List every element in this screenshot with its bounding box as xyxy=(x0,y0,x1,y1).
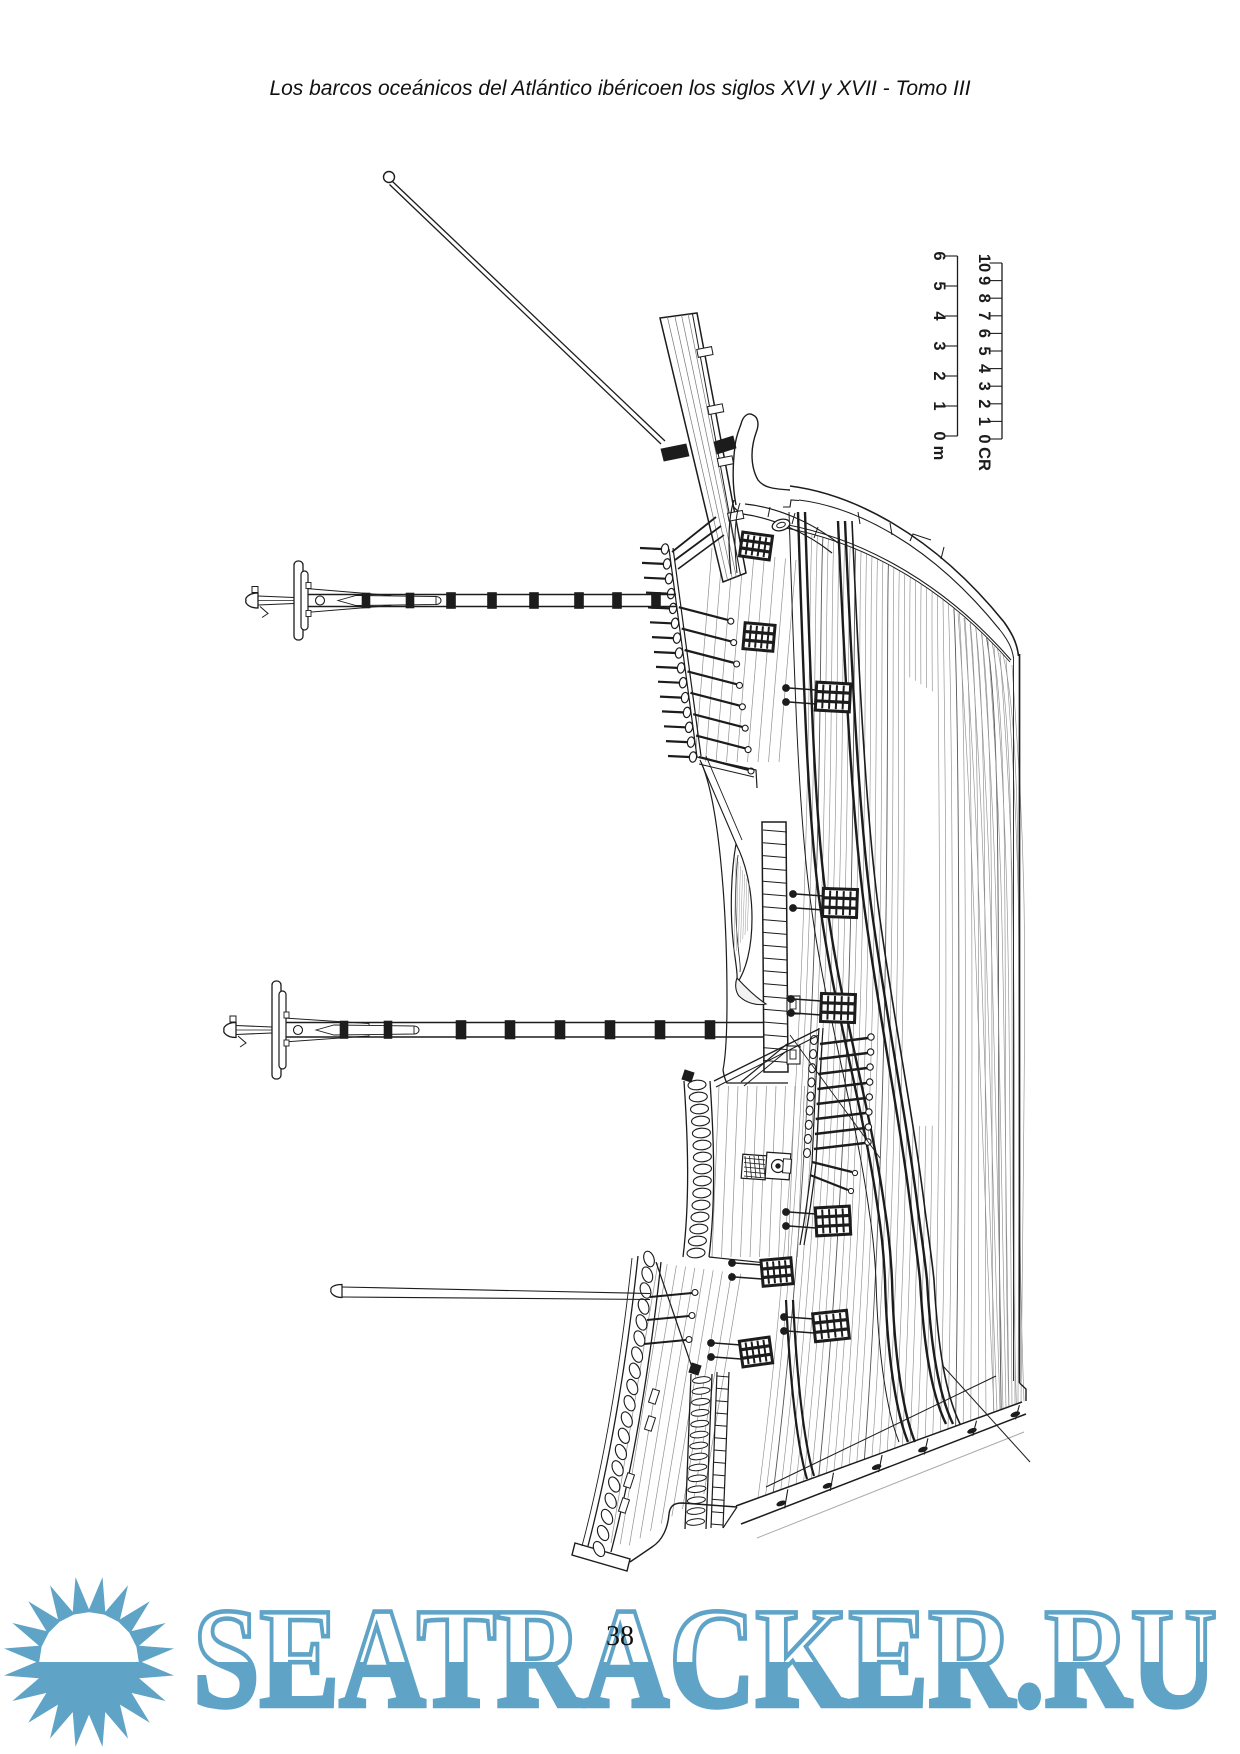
svg-text:m: m xyxy=(930,446,948,461)
svg-text:1: 1 xyxy=(930,401,948,410)
svg-text:3: 3 xyxy=(975,382,993,391)
svg-text:1: 1 xyxy=(975,417,993,426)
svg-text:7: 7 xyxy=(975,311,993,320)
svg-text:CR: CR xyxy=(975,447,993,471)
svg-text:2: 2 xyxy=(930,371,948,380)
svg-text:9: 9 xyxy=(975,276,993,285)
svg-text:2: 2 xyxy=(975,399,993,408)
svg-text:6: 6 xyxy=(930,251,948,260)
svg-text:10: 10 xyxy=(975,254,993,272)
svg-text:4: 4 xyxy=(930,311,948,321)
svg-text:8: 8 xyxy=(975,294,993,303)
svg-text:5: 5 xyxy=(975,346,993,355)
svg-text:5: 5 xyxy=(930,281,948,290)
svg-text:6: 6 xyxy=(975,329,993,338)
svg-text:0: 0 xyxy=(975,434,993,443)
svg-text:4: 4 xyxy=(975,364,993,374)
svg-text:0: 0 xyxy=(930,431,948,440)
svg-text:SEATRACKER.RU: SEATRACKER.RU xyxy=(193,1579,1217,1737)
svg-text:3: 3 xyxy=(930,341,948,350)
